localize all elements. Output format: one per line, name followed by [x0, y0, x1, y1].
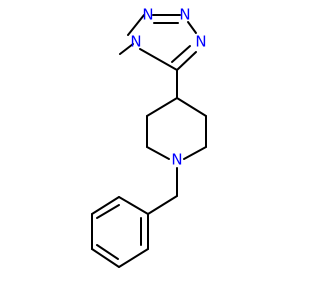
bond-ph6-ph1 [118, 196, 149, 215]
atom-n4-label: N [130, 33, 141, 51]
bond-ch2-phenyl [147, 195, 178, 215]
bond-n1-c5 [176, 51, 197, 71]
bond-n2-n1 [187, 21, 197, 34]
bond-ph3-ph4-inner [96, 244, 119, 260]
bond-n1-c5-inner [171, 45, 191, 63]
bond-c4-c3 [176, 97, 207, 117]
atom-labels: N N N N N [130, 6, 206, 169]
bond-n4-methyl [119, 43, 134, 55]
bond-n4-n3 [127, 14, 145, 36]
bond-ph2-ph3 [118, 248, 149, 268]
benzene-ring [91, 196, 149, 268]
bond-ph5-ph6-inner [96, 204, 120, 219]
bond-ph5-ph6 [91, 196, 120, 215]
piperidine-ring [146, 97, 207, 160]
tetrazole-ring [127, 14, 197, 71]
atom-n-piperidine-label: N [171, 151, 182, 169]
atom-n3-label: N [142, 6, 153, 24]
bond-c5-c4p [146, 97, 178, 117]
bond-c5-n4 [139, 48, 178, 71]
bond-c2-n [183, 146, 207, 160]
atom-n2-label: N [179, 6, 190, 24]
bond-n-c6 [146, 146, 170, 160]
chemical-structure-diagram: N N N N N [91, 6, 207, 268]
atom-n1-label: N [195, 33, 206, 51]
bond-ph3-ph4 [91, 248, 120, 268]
